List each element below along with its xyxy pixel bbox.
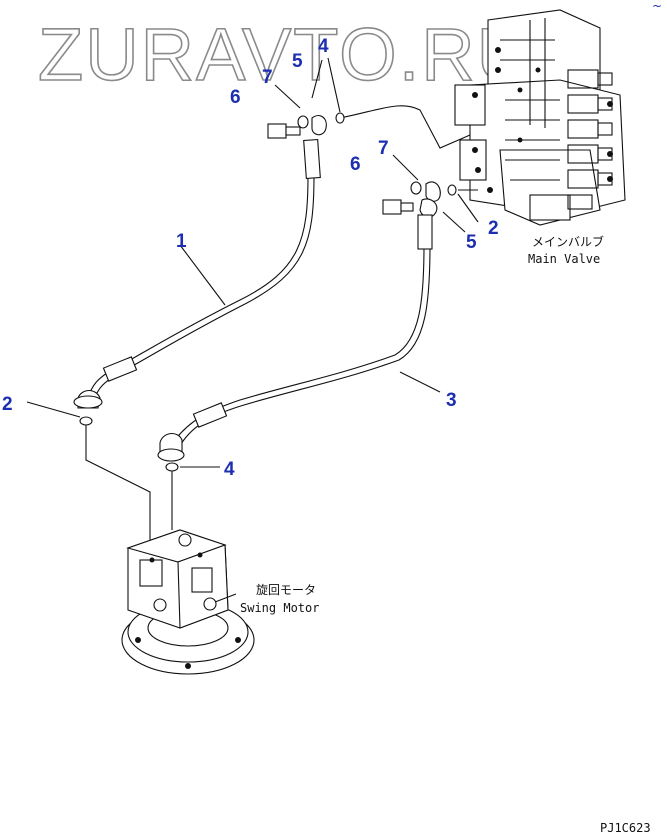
swing-motor-drawing [121, 529, 255, 675]
main-valve-drawing [454, 9, 626, 226]
callout-labels: 1 2 2 3 4 4 5 5 6 6 7 7 [2, 36, 499, 480]
callout-6-lower: 6 [350, 154, 361, 175]
swing-motor-label-en: Swing Motor [240, 601, 319, 615]
callout-5-upper: 5 [292, 51, 303, 72]
callout-2-motor: 2 [2, 394, 13, 415]
callout-6-upper: 6 [230, 87, 241, 108]
corner-mark: ~ [652, 0, 662, 13]
main-valve-label-jp: メインバルブ [532, 234, 604, 249]
callout-7-upper: 7 [262, 67, 273, 88]
callout-4-valve: 4 [318, 36, 329, 57]
main-valve-label-en: Main Valve [528, 252, 600, 266]
hose-routing [26, 57, 479, 540]
swing-motor-label-jp: 旋回モータ [256, 583, 316, 597]
callout-4-motor: 4 [224, 459, 235, 480]
callout-2-valve: 2 [488, 218, 499, 239]
watermark-text: ZURAVTO.RU [38, 13, 532, 96]
callout-1: 1 [176, 231, 187, 252]
callout-3: 3 [446, 390, 457, 411]
callout-7-lower: 7 [378, 138, 389, 159]
drawing-code: PJ1C623 [600, 821, 651, 835]
callout-5-lower: 5 [466, 232, 477, 253]
fittings [73, 112, 457, 472]
